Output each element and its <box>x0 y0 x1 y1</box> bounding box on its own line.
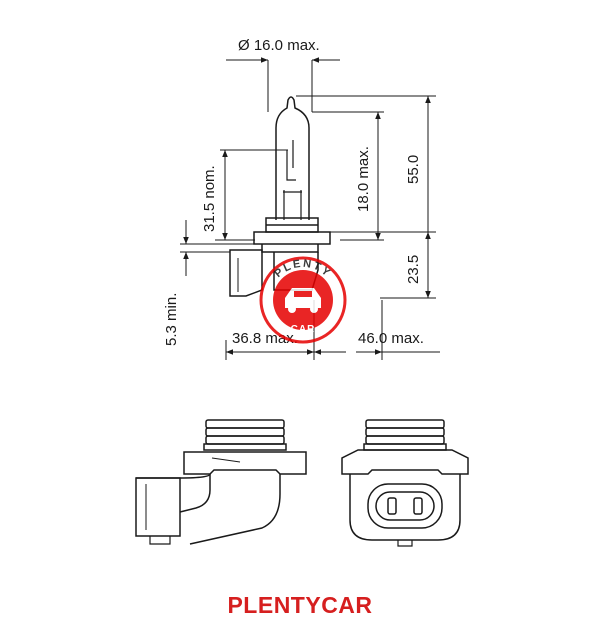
lead-wires <box>283 190 302 220</box>
dimension-labels: Ø 16.0 max. 31.5 nom. 18.0 max. 55.0 23.… <box>163 37 424 347</box>
connector-front-view <box>341 419 469 547</box>
footer-brand: PLENTYCAR <box>227 592 373 618</box>
label-length-above-base: 18.0 max. <box>355 146 372 212</box>
label-nominal-height: 31.5 nom. <box>201 165 218 232</box>
label-left-width: 36.8 max. <box>232 330 298 347</box>
connector-side-view <box>135 419 307 545</box>
label-min-offset: 5.3 min. <box>163 293 180 346</box>
bulb-flange <box>253 231 331 245</box>
label-overall-height: 55.0 <box>405 155 422 184</box>
label-right-width: 46.0 max. <box>358 330 424 347</box>
dimension-lines <box>180 57 440 360</box>
bulb-base <box>261 244 319 253</box>
label-base-height: 23.5 <box>405 255 422 284</box>
filament <box>286 140 296 181</box>
glass-envelope <box>275 96 310 220</box>
connector-arm <box>229 249 263 297</box>
plentycar-watermark-logo: PLENTY CAR <box>259 256 347 344</box>
watermark-bottom-text: CAR <box>291 324 316 335</box>
label-diameter: Ø 16.0 max. <box>238 37 320 54</box>
